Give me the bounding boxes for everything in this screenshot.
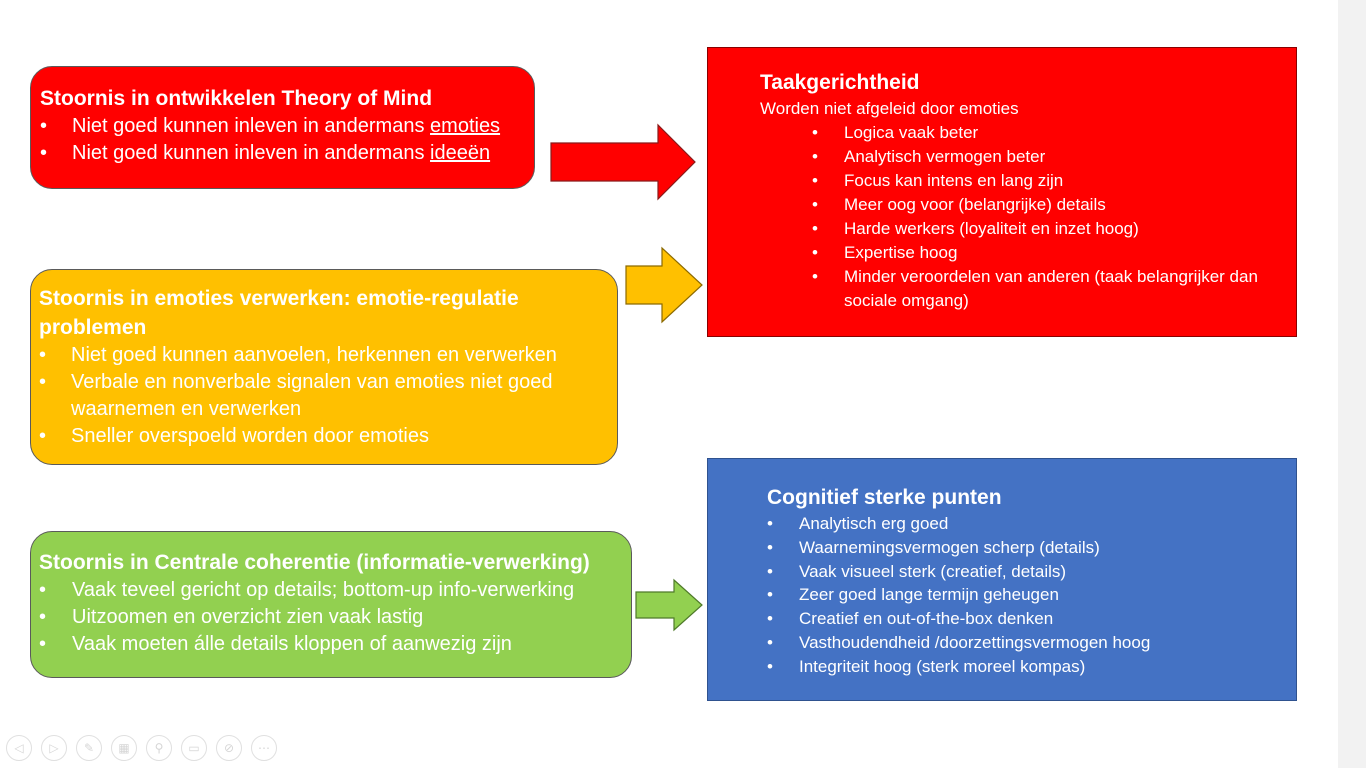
list-item: •Integriteit hoog (sterk moreel kompas) — [767, 656, 1086, 676]
box-title: Stoornis in ontwikkelen Theory of Mind — [40, 87, 433, 110]
previous-icon[interactable]: ◁ — [6, 735, 32, 761]
box-title: Cognitief sterke punten — [767, 486, 1002, 509]
list-item: •Waarnemingsvermogen scherp (details) — [767, 537, 1100, 557]
green-arrow — [635, 578, 703, 632]
central-coherence-box: Stoornis in Centrale coherentie (informa… — [30, 531, 632, 678]
box-list: •Logica vaak beter •Analytisch vermogen … — [760, 121, 1292, 313]
list-item: •Niet goed kunnen inleven in andermans e… — [40, 115, 501, 137]
more-icon[interactable]: ⋯ — [251, 735, 277, 761]
window-edge — [1338, 0, 1366, 768]
box-title: Stoornis in emoties verwerken: emotie-re… — [39, 287, 519, 339]
list-item: •Vaak visueel sterk (creatief, details) — [767, 561, 1067, 581]
subtitles-icon[interactable]: ▭ — [181, 735, 207, 761]
list-item: •Expertise hoog — [812, 243, 958, 262]
list-item: •Harde werkers (loyaliteit en inzet hoog… — [812, 219, 1139, 238]
list-item: •Minder veroordelen van anderen (taak be… — [812, 267, 1258, 310]
box-list: •Niet goed kunnen aanvoelen, herkennen e… — [39, 342, 609, 450]
list-item: •Vaak teveel gericht op details; bottom-… — [39, 579, 575, 601]
amber-arrow — [625, 246, 703, 324]
list-item: •Analytisch erg goed — [767, 514, 949, 533]
underlined-word: ideeën — [430, 142, 491, 164]
list-item: •Uitzoomen en overzicht zien vaak lastig — [39, 606, 424, 628]
slides-icon[interactable]: ▦ — [111, 735, 137, 761]
next-icon[interactable]: ▷ — [41, 735, 67, 761]
list-item: •Verbale en nonverbale signalen van emot… — [39, 371, 553, 420]
list-item: •Niet goed kunnen aanvoelen, herkennen e… — [39, 344, 557, 366]
box-title: Taakgerichtheid — [760, 71, 920, 94]
zoom-icon[interactable]: ⚲ — [146, 735, 172, 761]
box-title: Stoornis in Centrale coherentie (informa… — [39, 551, 590, 574]
list-item: •Vasthoudendheid /doorzettingsvermogen h… — [767, 632, 1151, 652]
list-item: •Vaak moeten álle details kloppen of aan… — [39, 633, 512, 655]
box-subtitle: Worden niet afgeleid door emoties — [760, 99, 1019, 118]
list-item: •Analytisch vermogen beter — [812, 147, 1046, 166]
list-item: •Focus kan intens en lang zijn — [812, 171, 1064, 190]
red-arrow — [550, 123, 696, 201]
box-list: •Niet goed kunnen inleven in andermans e… — [40, 113, 525, 167]
presentation-toolbar: ◁ ▷ ✎ ▦ ⚲ ▭ ⊘ ⋯ — [6, 735, 277, 761]
underlined-word: emoties — [430, 115, 501, 137]
list-item: •Zeer goed lange termijn geheugen — [767, 585, 1059, 605]
task-orientation-box: Taakgerichtheid Worden niet afgeleid doo… — [707, 47, 1297, 337]
list-item: •Logica vaak beter — [812, 123, 979, 142]
emotion-regulation-box: Stoornis in emoties verwerken: emotie-re… — [30, 269, 618, 465]
list-item: •Meer oog voor (belangrijke) details — [812, 195, 1106, 214]
box-list: •Analytisch erg goed •Waarnemingsvermoge… — [767, 512, 1292, 679]
list-item: •Niet goed kunnen inleven in andermans i… — [40, 142, 491, 164]
list-item: •Sneller overspoeld worden door emoties — [39, 425, 429, 447]
cognitive-strengths-box: Cognitief sterke punten •Analytisch erg … — [707, 458, 1297, 701]
camera-off-icon[interactable]: ⊘ — [216, 735, 242, 761]
list-item: •Creatief en out-of-the-box denken — [767, 609, 1054, 629]
theory-of-mind-box: Stoornis in ontwikkelen Theory of Mind •… — [30, 66, 535, 189]
pen-icon[interactable]: ✎ — [76, 735, 102, 761]
box-list: •Vaak teveel gericht op details; bottom-… — [39, 577, 625, 658]
